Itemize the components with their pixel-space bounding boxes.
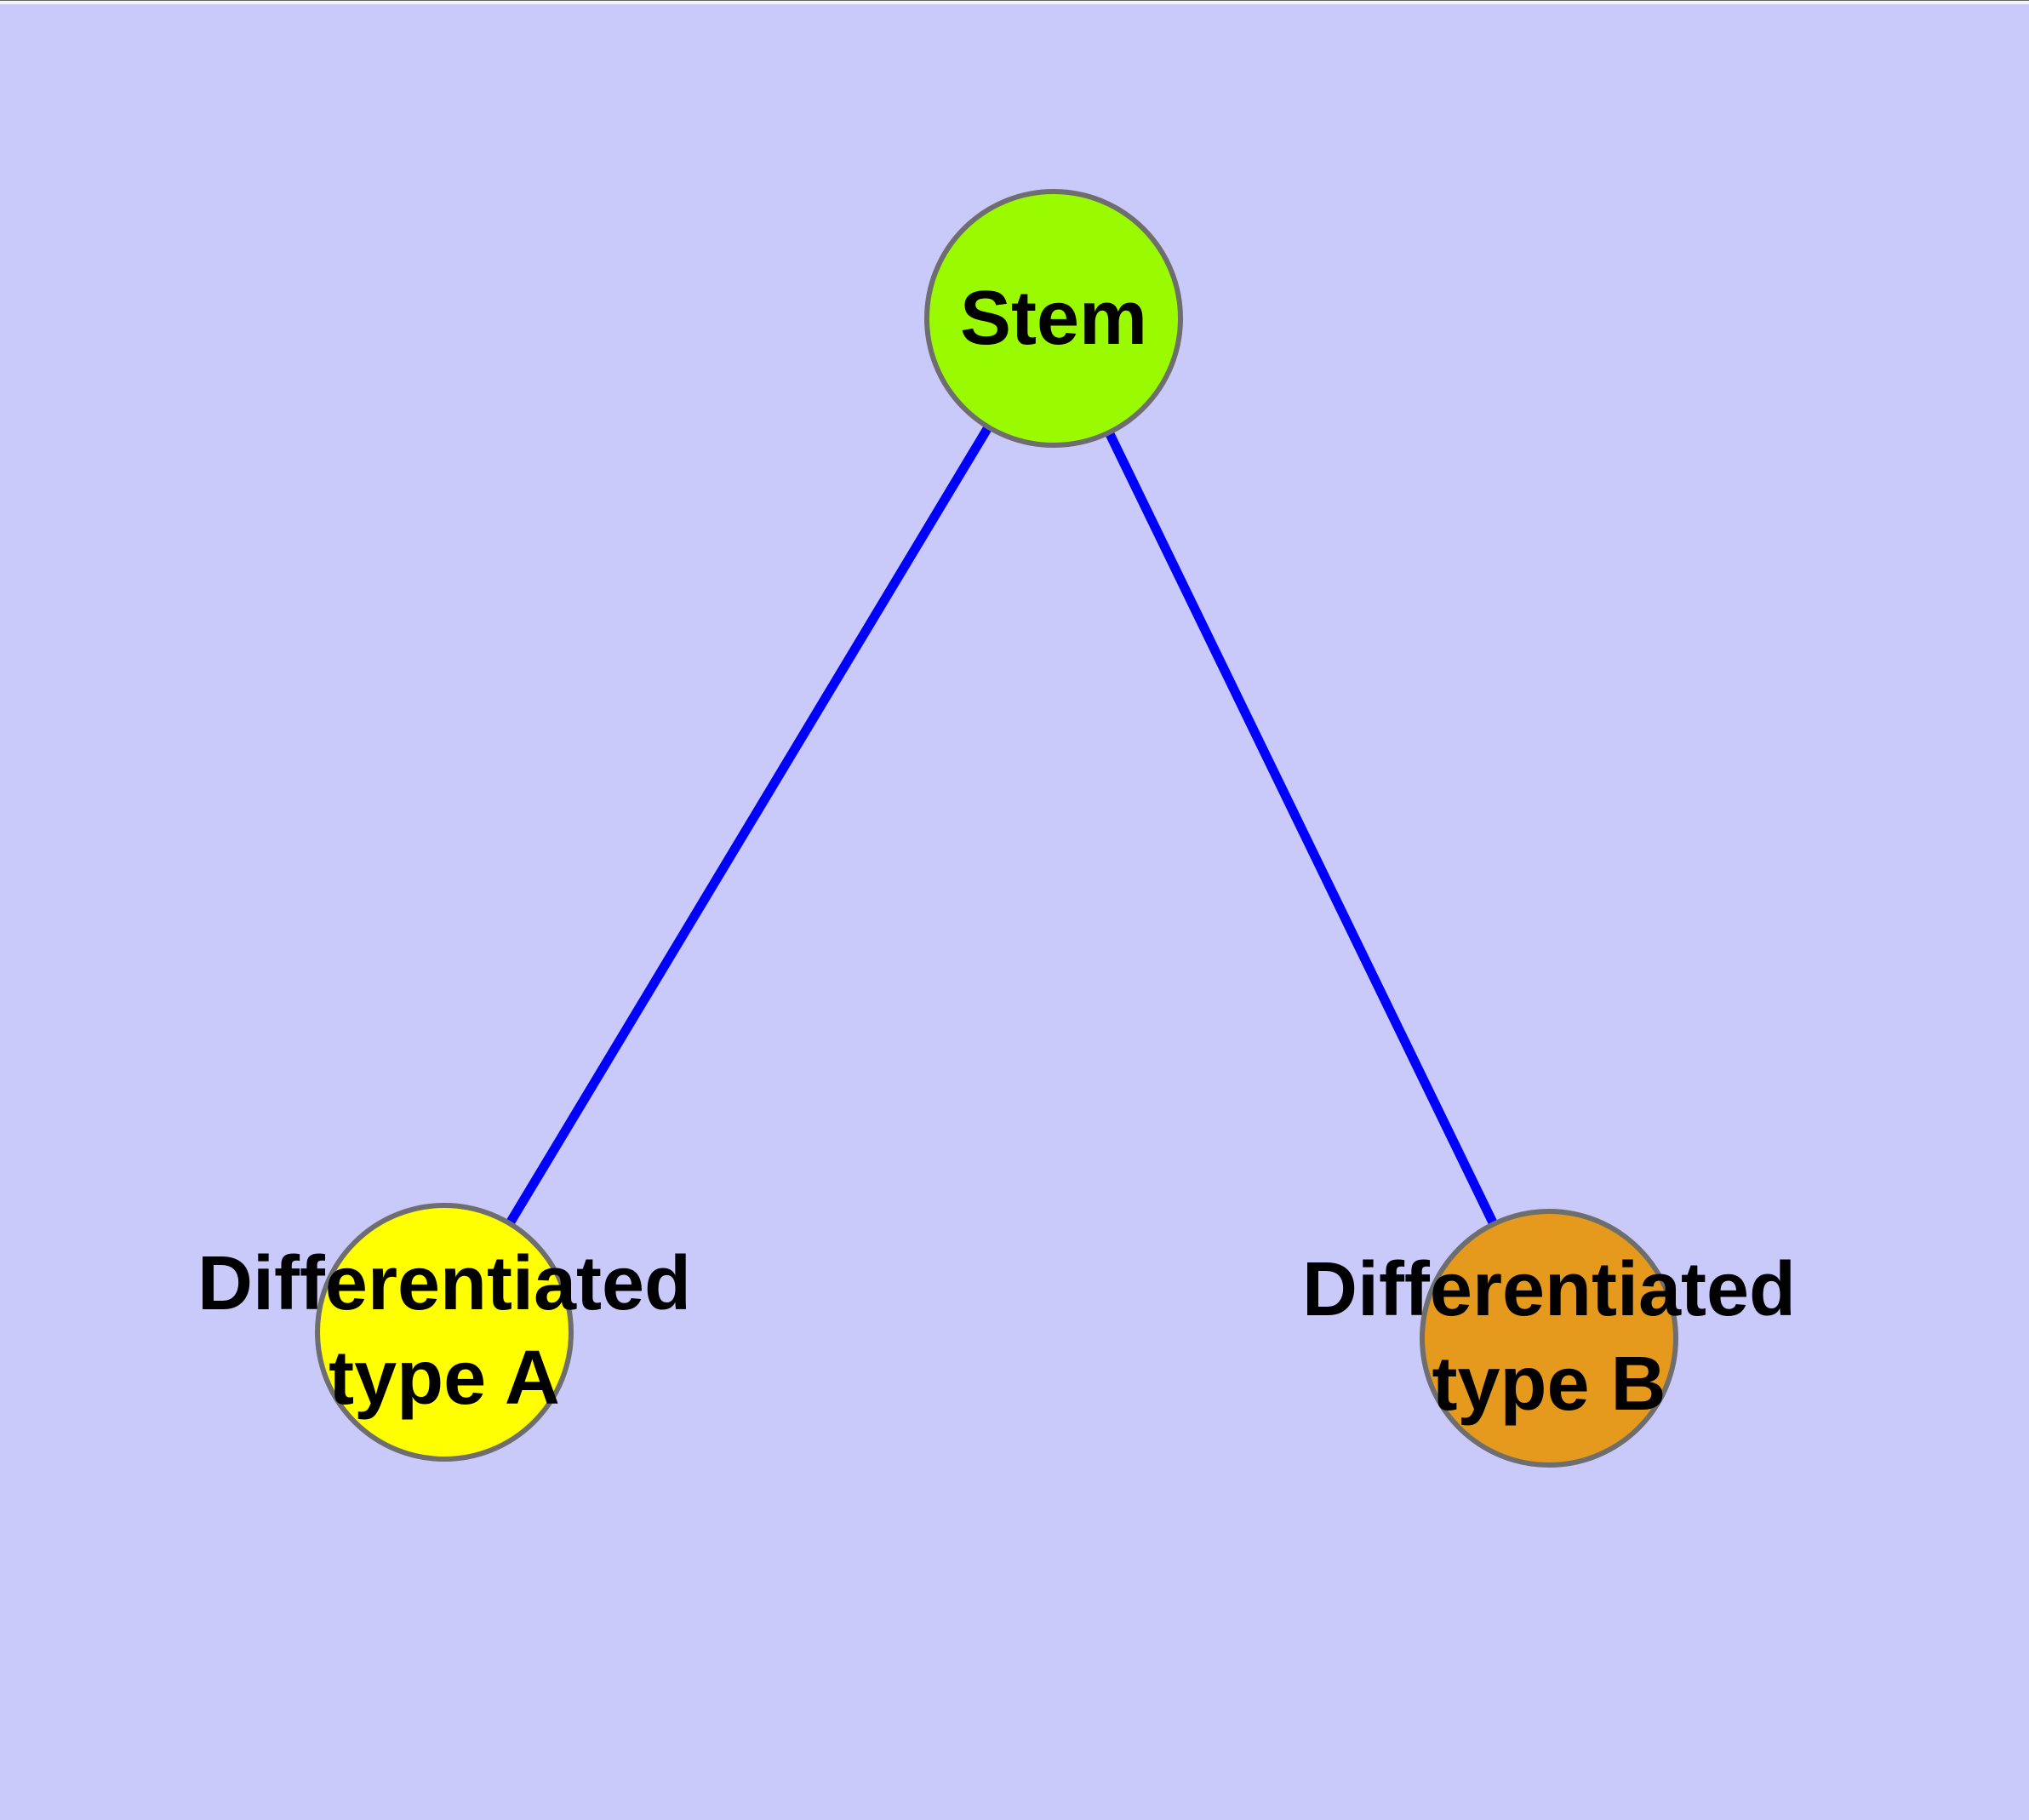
node-stem-cell bbox=[924, 189, 1183, 448]
stem-label-text: Stem bbox=[959, 276, 1148, 361]
window-top-edge bbox=[0, 0, 2029, 4]
node-label-differentiated-type-b: Differentiated type B bbox=[1038, 1243, 2029, 1432]
type-a-label-line2: type A bbox=[329, 1336, 560, 1421]
node-differentiated-type-a bbox=[315, 1203, 574, 1462]
type-b-label-line1: Differentiated bbox=[1301, 1247, 1797, 1332]
type-b-label-line2: type B bbox=[1432, 1342, 1666, 1427]
node-differentiated-type-b bbox=[1420, 1209, 1678, 1468]
edge-stem-to-type-a bbox=[440, 316, 1058, 1335]
node-label-stem: Stem bbox=[543, 272, 1564, 366]
edge-stem-to-type-b bbox=[1049, 316, 1553, 1341]
node-label-differentiated-type-a: Differentiated type A bbox=[0, 1237, 955, 1426]
type-a-label-line1: Differentiated bbox=[197, 1241, 692, 1326]
